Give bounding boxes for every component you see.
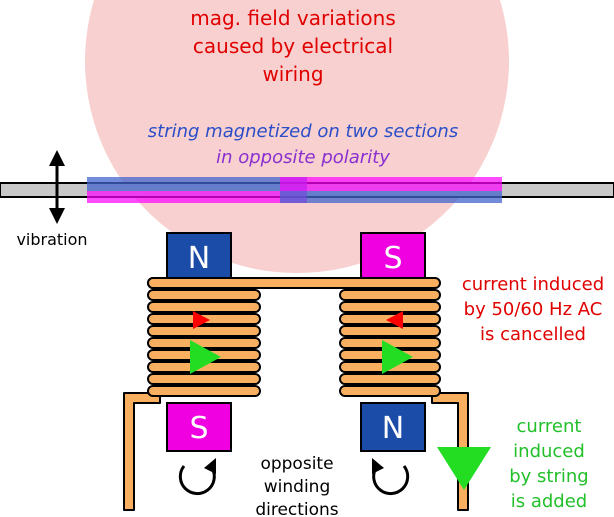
coil-top-bar — [147, 277, 441, 289]
vibration-label: vibration — [16, 230, 87, 249]
magnet-top-right-label: S — [383, 241, 402, 276]
magnet-top-left-label: N — [188, 241, 210, 276]
ac-label-line1: current induced — [462, 274, 604, 295]
string-current-label-line2: induced — [513, 441, 585, 462]
ac-label-line3: is cancelled — [480, 324, 586, 345]
field-label-line2: caused by electrical — [193, 34, 393, 58]
ac-current-arrow-left-icon — [193, 311, 210, 329]
field-label-line1: mag. field variations — [190, 6, 396, 30]
ac-label-line2: by 50/60 Hz AC — [464, 299, 603, 320]
left-coil — [147, 277, 261, 397]
winding-label-line3: directions — [255, 500, 338, 517]
right-coil — [339, 289, 441, 397]
magnet-bottom-left-label: S — [189, 411, 208, 446]
winding-direction-left-icon — [178, 458, 216, 496]
string-label-line1: string magnetized on two sections — [148, 121, 458, 142]
winding-label-line2: winding — [264, 477, 330, 497]
string-section-blue-right — [280, 191, 502, 203]
string-section-magenta-left — [87, 191, 307, 203]
magnet-bottom-right-label: N — [382, 411, 404, 446]
winding-direction-right-icon — [372, 458, 410, 496]
magnet-bottom-right — [360, 402, 426, 452]
string-current-label-line4: is added — [511, 491, 587, 512]
magnet-top-left — [166, 232, 232, 279]
field-label-line3: wiring — [262, 62, 323, 86]
string-current-arrow-right-icon — [382, 340, 413, 374]
added-current-arrow-icon — [437, 447, 491, 490]
string-label-line2: in opposite polarity — [216, 147, 390, 168]
string-section-blue-left — [87, 177, 307, 191]
string-section-magenta-right — [280, 177, 502, 191]
string-current-label-line1: current — [517, 416, 582, 437]
string-current-label-line3: by string — [509, 466, 588, 487]
string-current-arrow-left-icon — [190, 340, 221, 374]
magnet-top-right — [360, 232, 426, 279]
field-variation-zone — [85, 0, 509, 274]
magnet-bottom-left — [166, 402, 232, 452]
winding-label-line1: opposite — [260, 454, 333, 474]
ac-current-arrow-right-icon — [386, 311, 403, 329]
vibration-arrow-icon — [49, 150, 65, 224]
